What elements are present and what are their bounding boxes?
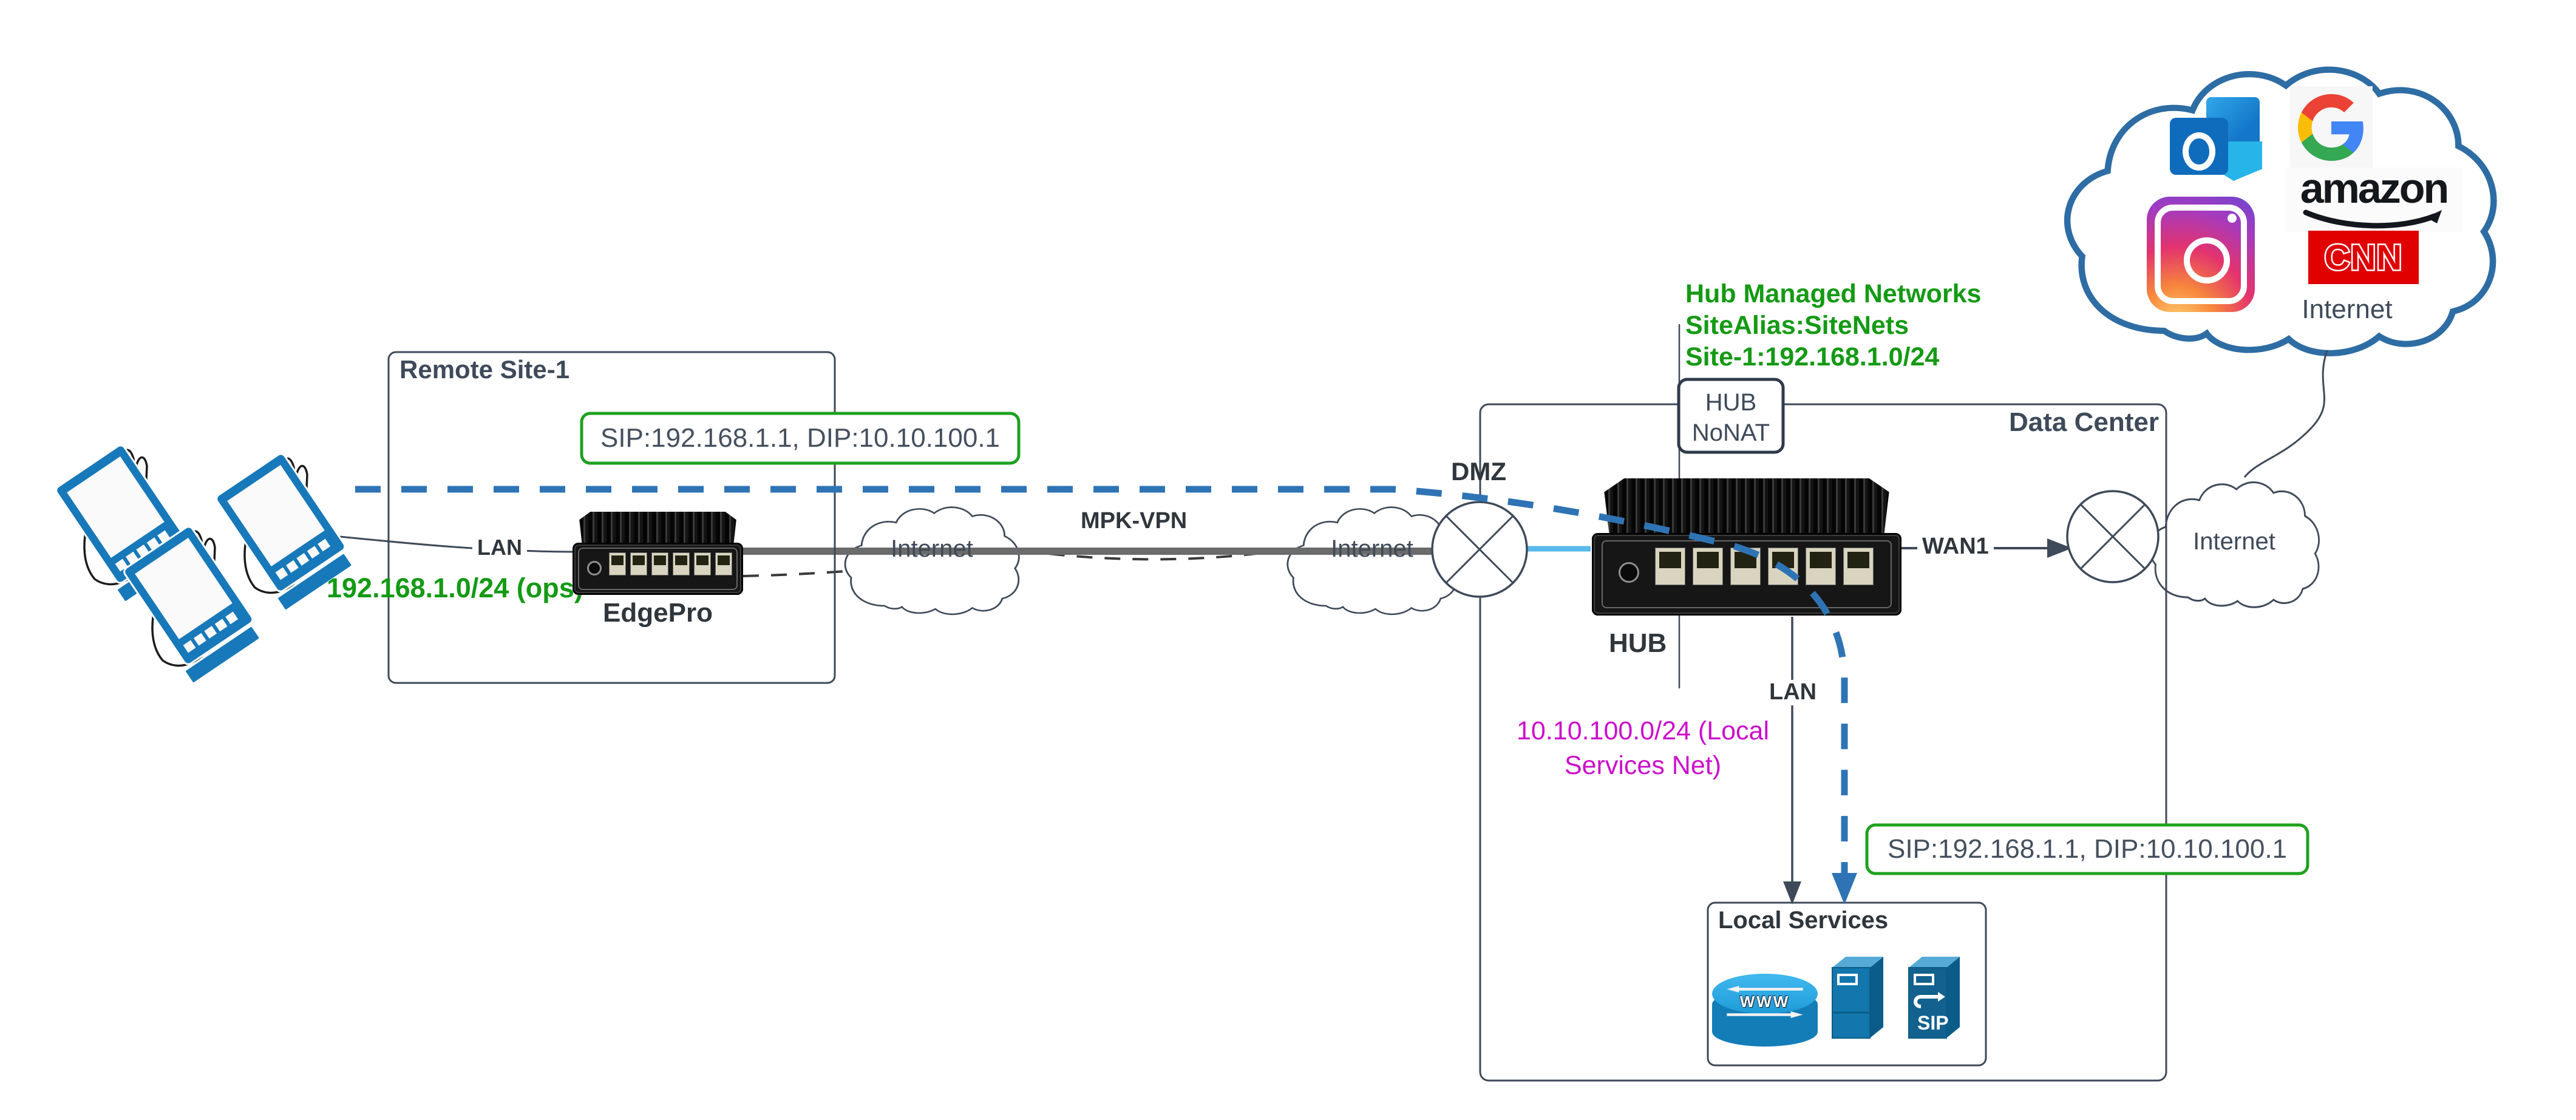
cloud-connector-squiggle — [2243, 350, 2328, 478]
instagram-frame — [2155, 205, 2247, 304]
remote-network-label: 192.168.1.0/24 (ops) — [327, 572, 583, 603]
hub-heatsink — [1604, 478, 1889, 540]
instagram-icon — [2147, 197, 2255, 312]
www-service-icon: WWW — [1712, 974, 1818, 1047]
arrow-right-icon — [1727, 1011, 1803, 1018]
amazon-smile-icon — [2303, 209, 2442, 229]
edgepro-device — [573, 512, 743, 595]
internet-label-wan1: Internet — [2193, 528, 2275, 555]
hub-managed-text: Hub Managed Networks SiteAlias:SiteNets … — [1685, 278, 1981, 373]
hub-nonat-line1: HUB — [1705, 389, 1757, 416]
hub-nonat-line2: NoNAT — [1691, 419, 1770, 446]
hub-managed-line3: Site-1:192.168.1.0/24 — [1685, 342, 1940, 372]
remote-site-title: Remote Site-1 — [399, 355, 570, 384]
internet-label-mid: Internet — [1331, 535, 1413, 562]
hub-managed-line1: Hub Managed Networks — [1685, 279, 1982, 308]
www-label: WWW — [1739, 993, 1790, 1011]
data-center-title: Data Center — [2009, 407, 2159, 437]
hub-nonat-box — [1677, 378, 1785, 454]
amazon-logo: amazon — [2285, 165, 2462, 232]
lan-arrowhead-icon — [1783, 881, 1801, 904]
local-services-title: Local Services — [1718, 907, 1889, 934]
edgepro-device-label: EdgePro — [603, 598, 713, 628]
www-cylinder-top — [1712, 974, 1818, 1014]
hub-device — [1592, 478, 1901, 616]
hub-ports — [1655, 548, 1874, 585]
hub-nonat-label: HUB NoNAT — [1679, 387, 1783, 448]
nat-annotation-box-dc — [1865, 823, 2309, 875]
instagram-lens — [2184, 237, 2230, 283]
edgepro-chassis — [573, 543, 743, 595]
arrow-left-icon — [1727, 986, 1803, 993]
internet-label-logo-cloud: Internet — [2302, 294, 2393, 324]
internet-label-left: Internet — [891, 535, 973, 562]
server-icon — [1832, 957, 1883, 1039]
wan1-arrowhead-icon — [2047, 538, 2072, 558]
phones-lan-line — [339, 535, 573, 553]
hub-power-button — [1619, 562, 1639, 583]
google-g-glyph — [2298, 94, 2364, 161]
dc-nat-annotation: SIP:192.168.1.1, DIP:10.10.100.1 — [1887, 833, 2288, 864]
mpk-vpn-label: MPK-VPN — [1076, 508, 1192, 534]
instagram-dot — [2228, 214, 2237, 223]
lan-label-dc: LAN — [1764, 679, 1822, 705]
hub-managed-line2: SiteAlias:SiteNets — [1685, 311, 1909, 340]
outlook-icon — [2170, 97, 2262, 183]
outlook-ring-part — [2183, 132, 2215, 171]
local-net-line1: 10.10.100.0/24 (Local — [1517, 716, 1769, 745]
edgepro-power-button — [587, 561, 602, 575]
edgepro-ports — [609, 552, 732, 575]
amazon-text: amazon — [2300, 165, 2450, 212]
lan-label-remote: LAN — [472, 535, 527, 560]
hub-chassis — [1592, 533, 1901, 616]
wan1-label: WAN1 — [1917, 534, 1994, 560]
dmz-label: DMZ — [1451, 457, 1506, 486]
google-icon — [2290, 86, 2373, 169]
sip-label: SIP — [1917, 1012, 1949, 1034]
hub-device-label: HUB — [1609, 628, 1667, 658]
nat-annotation-box-remote — [580, 412, 1021, 465]
sip-server-icon: SIP — [1908, 957, 1960, 1039]
local-net-line2: Services Net) — [1564, 751, 1722, 780]
wan1-interface-crossed-circle-icon — [2066, 490, 2160, 583]
local-services-net-label: 10.10.100.0/24 (Local Services Net) — [1517, 714, 1769, 783]
cnn-logo: CNN — [2308, 231, 2419, 284]
remote-nat-annotation: SIP:192.168.1.1, DIP:10.10.100.1 — [600, 423, 1001, 453]
